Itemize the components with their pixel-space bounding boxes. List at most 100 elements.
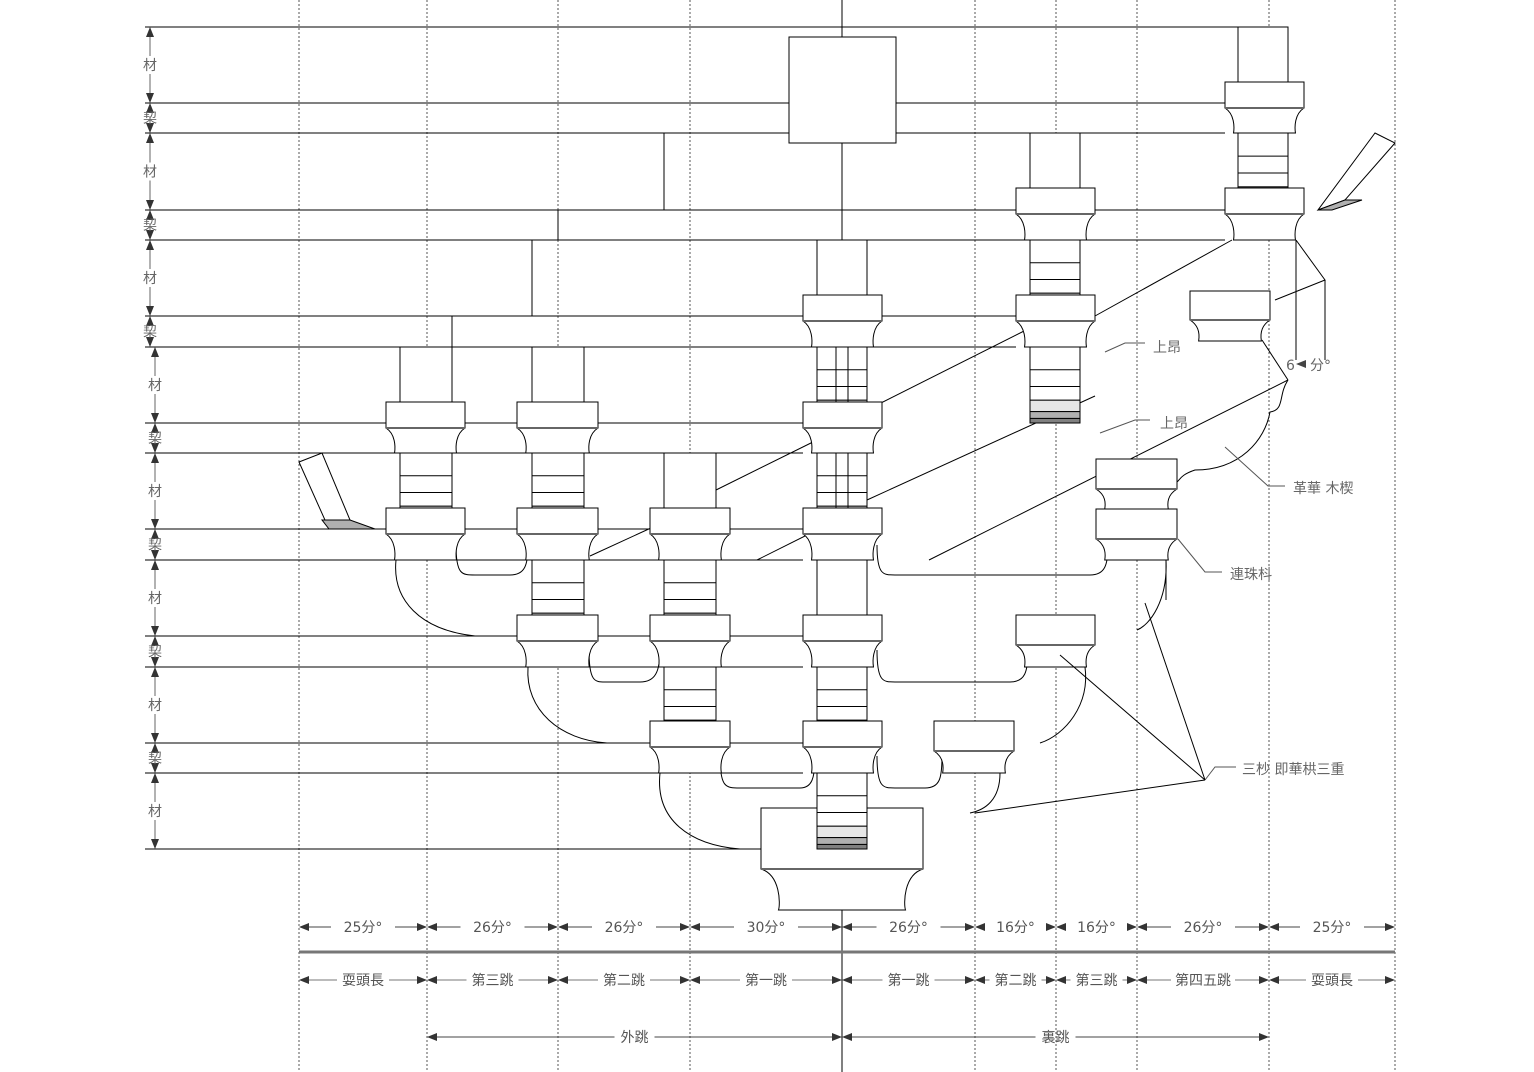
dou-block <box>516 507 599 561</box>
arm-curve <box>1039 666 1087 744</box>
ang-line <box>1261 339 1289 381</box>
dou-top <box>802 614 883 642</box>
dou-base <box>516 533 599 561</box>
band-mid <box>1029 411 1081 419</box>
dou-top <box>385 507 466 535</box>
dou-base <box>802 533 883 561</box>
span-label-inner: 裏跳 <box>1042 1029 1070 1046</box>
dou-base <box>1015 213 1096 241</box>
block-stack <box>1029 346 1081 424</box>
dou-block <box>933 720 1015 774</box>
bottom-dimensions: 25分°耍頭長26分°第三跳26分°第二跳30分°第一跳26分°第一跳16分°第… <box>299 920 1395 1046</box>
dimension-label: 25分° <box>344 920 383 936</box>
height-label: 栔 <box>143 325 157 341</box>
annotation-upper-ang-2: 上昂 <box>1099 416 1188 434</box>
dou-base <box>516 427 599 454</box>
ang-tip-left-bevel <box>320 519 376 530</box>
dimension-label: 26分° <box>1184 920 1223 936</box>
dou-top <box>933 720 1015 752</box>
dou-base <box>802 640 883 668</box>
arm-cutout <box>876 544 1109 576</box>
ang-tip-right-bevel <box>1317 199 1363 211</box>
dou-base <box>1095 538 1178 561</box>
annotation-linked-dou: 連珠枓 <box>1177 538 1272 583</box>
timber-edge <box>451 133 665 347</box>
annotation-wedge: 革華 木楔 <box>1224 446 1353 497</box>
dou-base <box>385 427 466 454</box>
dou-top <box>516 614 599 642</box>
height-label: 材 <box>148 698 162 714</box>
dimension-label: 30分° <box>747 920 786 936</box>
dou-block <box>802 401 883 454</box>
dou-base <box>1189 319 1271 342</box>
segment-label: 第三跳 <box>1076 972 1118 989</box>
dou-base <box>1015 644 1096 668</box>
dimension-label: 16分° <box>996 920 1035 936</box>
arm-curve <box>969 772 1001 814</box>
dou-top <box>649 507 731 535</box>
dimension-label: 26分° <box>473 920 512 936</box>
segment-label: 第三跳 <box>472 972 514 989</box>
arrow-icon <box>1056 923 1137 931</box>
segment-label: 第一跳 <box>745 972 787 989</box>
dou-base <box>649 640 731 668</box>
arm-curve <box>527 666 608 744</box>
dou-block <box>802 507 883 561</box>
annotation-label: 革華 木楔 <box>1293 481 1353 497</box>
dou-block <box>1224 187 1305 241</box>
dou-top <box>516 507 599 535</box>
dou-base <box>933 750 1015 774</box>
height-label: 材 <box>148 378 162 394</box>
span-label-outer: 外跳 <box>621 1030 649 1046</box>
height-label: 材 <box>143 271 157 287</box>
arrow-icon <box>146 316 154 347</box>
height-label: 栔 <box>148 645 162 661</box>
dou-block <box>802 294 883 348</box>
segment-label: 第二跳 <box>603 972 645 989</box>
dou-top <box>802 294 883 322</box>
annotation-upper-ang-1: 上昂 <box>1104 340 1181 356</box>
ang-tip-left <box>298 452 351 530</box>
arrow-icon <box>151 529 159 560</box>
annotation-label: 上昂 <box>1153 340 1181 356</box>
dou-base <box>516 640 599 668</box>
segment-label: 第一跳 <box>888 972 930 989</box>
dou-block <box>802 614 883 668</box>
dou-base <box>1015 320 1096 348</box>
segment-label: 耍頭長 <box>1311 973 1353 989</box>
wedge-outline <box>1176 379 1289 483</box>
dou-base <box>649 533 731 561</box>
arm-cutout <box>876 755 943 789</box>
arm-curve <box>395 559 476 637</box>
dou-base <box>1224 213 1305 241</box>
dou-block <box>516 401 599 454</box>
dou-base <box>802 320 883 348</box>
ang-line <box>1094 239 1233 317</box>
annotation-label: 連珠枓 <box>1230 567 1272 583</box>
linked-dou-lower <box>1095 508 1178 561</box>
arrow-icon <box>975 923 1056 931</box>
dimension-label: 16分° <box>1077 920 1116 936</box>
top-beam-block <box>788 36 897 144</box>
dou-top <box>802 507 883 535</box>
ang-line <box>866 327 1031 411</box>
linked-dou-upper <box>1095 458 1178 510</box>
arrow-icon <box>151 636 159 667</box>
arrow-icon <box>975 976 1056 984</box>
arm-curve <box>659 772 741 850</box>
height-label: 材 <box>148 591 162 607</box>
segment-label: 耍頭長 <box>342 973 384 989</box>
dou-base <box>1224 107 1305 134</box>
dou-base <box>760 868 924 911</box>
dou-top <box>1095 508 1178 540</box>
annotation-triple-arm: 三杪 即華栱三重 <box>974 602 1344 814</box>
dou-block <box>802 720 883 774</box>
dou-top <box>649 720 731 748</box>
dou-block <box>385 401 466 454</box>
dou-top <box>1015 614 1096 646</box>
arrow-icon <box>151 423 159 453</box>
dou-top <box>649 614 731 642</box>
